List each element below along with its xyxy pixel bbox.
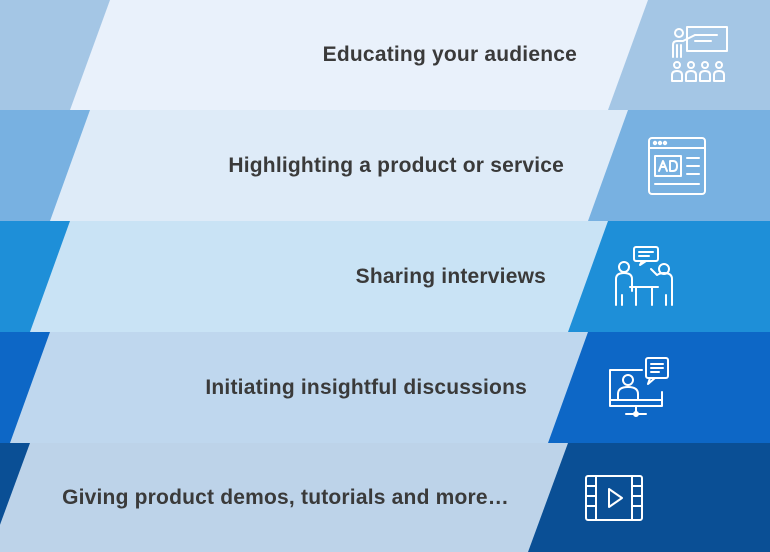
label-band: [70, 0, 648, 110]
item-label: Sharing interviews: [355, 264, 546, 288]
interview-icon: [612, 245, 676, 309]
ad-browser-icon: [645, 134, 709, 198]
item-label: Educating your audience: [322, 43, 577, 66]
item-label: Initiating insightful discussions: [205, 375, 527, 399]
video-play-icon: [582, 466, 646, 530]
item-label: Highlighting a product or service: [228, 153, 564, 177]
list-item-educating: Educating your audience: [0, 0, 770, 110]
online-discussion-icon: [606, 356, 670, 420]
list-item-interviews: Sharing interviews: [0, 221, 770, 332]
presentation-icon: [667, 23, 731, 87]
list-item-discussions: Initiating insightful discussions: [0, 332, 770, 443]
label-band: [50, 110, 628, 221]
label-band: [10, 332, 588, 443]
list-item-highlighting: Highlighting a product or service: [0, 110, 770, 221]
label-band: [30, 221, 608, 332]
label-band: [0, 443, 568, 552]
item-label: Giving product demos, tutorials and more…: [62, 485, 509, 509]
list-item-demos: Giving product demos, tutorials and more…: [0, 443, 770, 552]
